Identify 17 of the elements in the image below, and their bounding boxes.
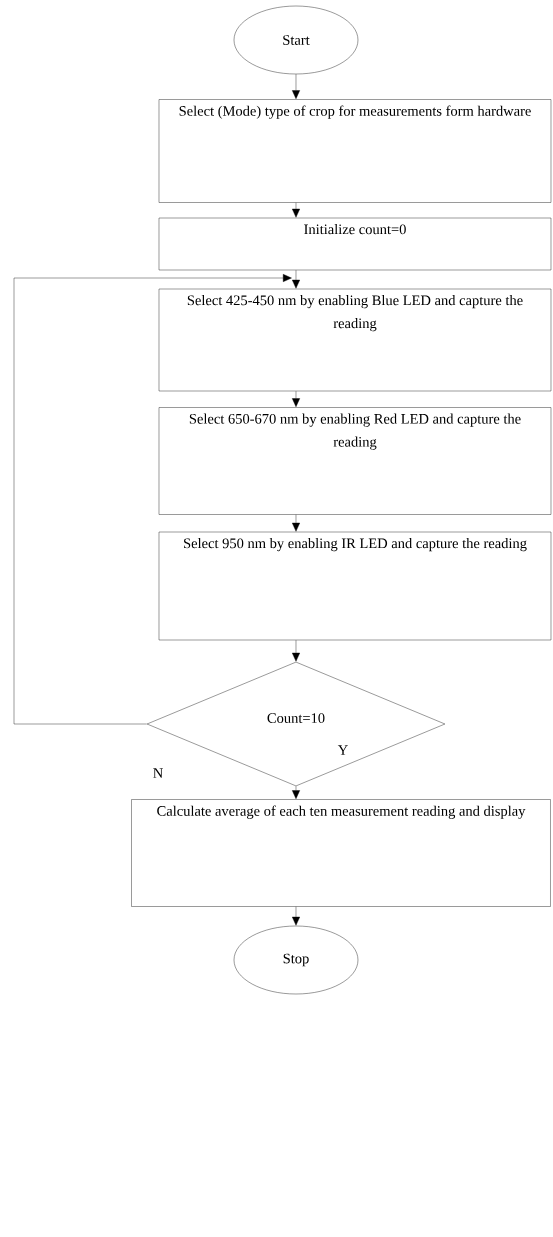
arrow [13, 274, 292, 725]
arrow [292, 640, 300, 662]
arrow [292, 270, 300, 289]
process-box: Select (Mode) type of crop for measurements form hardware [158, 99, 552, 203]
process-box: Initialize count=0 [158, 217, 552, 271]
arrow [292, 74, 300, 99]
arrow [292, 202, 300, 218]
arrow [292, 786, 300, 800]
process-box: Select 650-670 nm by enabling Red LED and capture the reading [158, 407, 552, 515]
arrow [292, 514, 300, 532]
process-box: Calculate average of each ten measurement reading and display [131, 799, 551, 907]
edge-label: N [151, 767, 165, 779]
arrow [292, 391, 300, 407]
process-box: Select 425-450 nm by enabling Blue LED and capture the reading [158, 288, 552, 392]
process-box: Select 950 nm by enabling IR LED and capture the reading [158, 531, 552, 641]
edge-label: Y [336, 744, 350, 756]
arrow [292, 906, 300, 926]
